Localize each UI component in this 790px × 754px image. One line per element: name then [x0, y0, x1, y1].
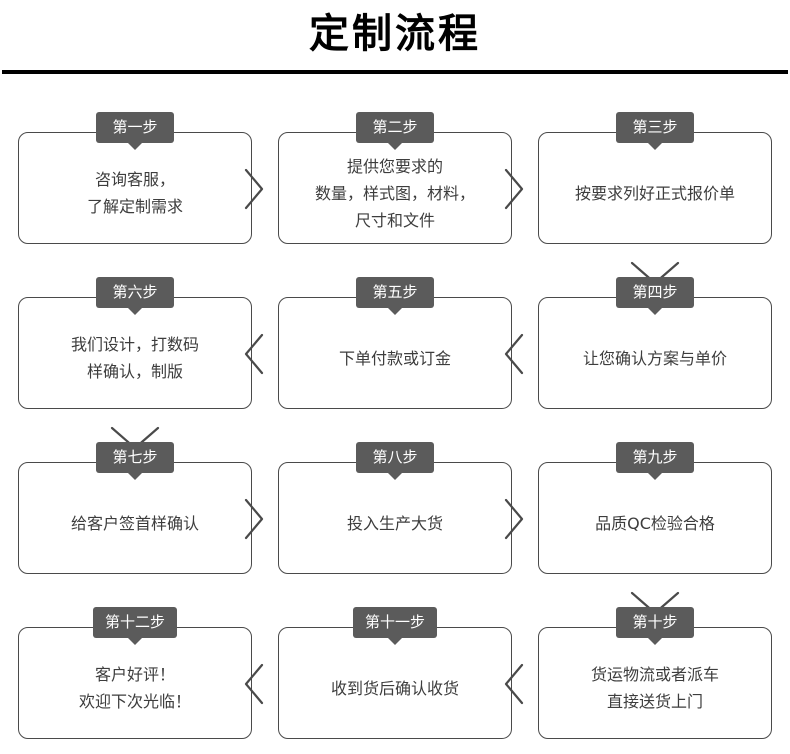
- step-card-2[interactable]: 提供您要求的 数量，样式图，材料， 尺寸和文件 第二步: [278, 112, 512, 267]
- step-badge: 第一步: [96, 112, 174, 150]
- step-card-7[interactable]: 给客户签首样确认 第七步: [18, 442, 252, 597]
- step-card-body: 客户好评！ 欢迎下次光临！: [27, 628, 243, 738]
- badge-tail-icon: [387, 142, 403, 150]
- chevron-right-icon: [240, 496, 268, 542]
- step-badge-label: 第十二步: [104, 613, 166, 631]
- step-badge-label: 第七步: [112, 448, 158, 466]
- step-card-9[interactable]: 品质QC检验合格 第九步: [538, 442, 772, 597]
- badge-tail-icon: [647, 142, 663, 150]
- step-card-body: 下单付款或订金: [287, 298, 503, 408]
- chevron-right-icon: [500, 166, 528, 212]
- badge-tail-icon: [386, 637, 403, 645]
- step-card-frame: 品质QC检验合格: [538, 460, 772, 574]
- title-divider: [2, 70, 788, 74]
- step-card-frame: 货运物流或者派车 直接送货上门: [538, 625, 772, 739]
- flow-grid: 咨询客服， 了解定制需求 第一步 提供您要求的 数量，样式图，材料， 尺寸和文件…: [0, 88, 790, 754]
- step-card-5[interactable]: 下单付款或订金 第五步: [278, 277, 512, 432]
- step-badge-label: 第九步: [632, 448, 678, 466]
- chevron-left-icon: [500, 661, 528, 707]
- step-badge-label: 第二步: [372, 118, 418, 136]
- chevron-right-icon: [500, 496, 528, 542]
- step-card-frame: 按要求列好正式报价单: [538, 130, 772, 244]
- step-badge: 第七步: [96, 442, 174, 480]
- step-badge-label: 第六步: [112, 283, 158, 301]
- badge-tail-icon: [127, 142, 143, 150]
- step-badge-label: 第一步: [112, 118, 158, 136]
- badge-tail-icon: [647, 637, 663, 645]
- badge-tail-icon: [126, 637, 143, 645]
- page-header: 定制流程: [0, 0, 790, 78]
- badge-tail-icon: [387, 472, 403, 480]
- step-card-body: 货运物流或者派车 直接送货上门: [547, 628, 763, 738]
- step-badge-label: 第十一步: [364, 613, 426, 631]
- step-badge-label: 第十步: [632, 613, 678, 631]
- step-card-frame: 客户好评！ 欢迎下次光临！: [18, 625, 252, 739]
- page-title: 定制流程: [309, 11, 481, 57]
- step-text-line: 我们设计，打数码: [70, 335, 199, 354]
- step-badge: 第八步: [356, 442, 434, 480]
- step-badge: 第九步: [616, 442, 694, 480]
- chevron-left-icon: [240, 331, 268, 377]
- step-card-body: 收到货后确认收货: [287, 628, 503, 738]
- step-card-8[interactable]: 投入生产大货 第八步: [278, 442, 512, 597]
- badge-tail-icon: [127, 307, 143, 315]
- step-card-body: 提供您要求的 数量，样式图，材料， 尺寸和文件: [287, 133, 503, 243]
- step-card-frame: 让您确认方案与单价: [538, 295, 772, 409]
- step-card-frame: 给客户签首样确认: [18, 460, 252, 574]
- step-text-line: 样确认，制版: [86, 362, 183, 381]
- step-badge: 第四步: [616, 277, 694, 315]
- step-badge: 第十步: [616, 607, 694, 645]
- step-text-line: 提供您要求的: [346, 156, 443, 176]
- step-card-body: 给客户签首样确认: [27, 463, 243, 573]
- step-badge-label: 第八步: [372, 448, 418, 466]
- step-card-12[interactable]: 客户好评！ 欢迎下次光临！ 第十二步: [18, 607, 252, 754]
- step-card-body: 咨询客服， 了解定制需求: [27, 133, 243, 243]
- chevron-left-icon: [500, 331, 528, 377]
- step-card-body: 我们设计，打数码 样确认，制版: [27, 298, 243, 408]
- step-text-line: 数量，样式图，材料，: [314, 183, 475, 203]
- step-text-line: 给客户签首样确认: [70, 513, 199, 533]
- step-text-line: 客户好评！: [94, 665, 175, 684]
- step-text-line: 直接送货上门: [606, 692, 703, 711]
- step-badge: 第六步: [96, 277, 174, 315]
- step-badge: 第十一步: [352, 607, 438, 645]
- step-text-line: 尺寸和文件: [354, 210, 435, 230]
- step-card-frame: 我们设计，打数码 样确认，制版: [18, 295, 252, 409]
- step-badge: 第十二步: [92, 607, 178, 645]
- badge-tail-icon: [387, 307, 403, 315]
- step-card-1[interactable]: 咨询客服， 了解定制需求 第一步: [18, 112, 252, 267]
- step-text-line: 下单付款或订金: [338, 348, 451, 368]
- step-text-line: 投入生产大货: [346, 513, 443, 533]
- step-card-10[interactable]: 货运物流或者派车 直接送货上门 第十步: [538, 607, 772, 754]
- badge-tail-icon: [647, 307, 663, 315]
- step-text-line: 货运物流或者派车: [590, 665, 719, 684]
- step-badge-label: 第五步: [372, 283, 418, 301]
- step-text-line: 欢迎下次光临！: [78, 692, 191, 711]
- step-card-body: 让您确认方案与单价: [547, 298, 763, 408]
- step-text-line: 了解定制需求: [86, 197, 183, 216]
- step-card-6[interactable]: 我们设计，打数码 样确认，制版 第六步: [18, 277, 252, 432]
- step-text-line: 品质QC检验合格: [595, 513, 715, 533]
- step-text-line: 收到货后确认收货: [330, 678, 459, 698]
- step-text-line: 咨询客服，: [94, 170, 175, 189]
- step-card-3[interactable]: 按要求列好正式报价单 第三步: [538, 112, 772, 267]
- step-badge-label: 第四步: [632, 283, 678, 301]
- step-card-body: 按要求列好正式报价单: [547, 133, 763, 243]
- chevron-right-icon: [240, 166, 268, 212]
- step-badge: 第二步: [356, 112, 434, 150]
- step-badge: 第三步: [616, 112, 694, 150]
- chevron-left-icon: [240, 661, 268, 707]
- badge-tail-icon: [647, 472, 663, 480]
- badge-tail-icon: [127, 472, 143, 480]
- step-card-frame: 下单付款或订金: [278, 295, 512, 409]
- step-card-11[interactable]: 收到货后确认收货 第十一步: [278, 607, 512, 754]
- step-card-body: 品质QC检验合格: [547, 463, 763, 573]
- step-card-4[interactable]: 让您确认方案与单价 第四步: [538, 277, 772, 432]
- step-card-body: 投入生产大货: [287, 463, 503, 573]
- step-badge-label: 第三步: [632, 118, 678, 136]
- step-text-line: 按要求列好正式报价单: [574, 183, 735, 203]
- step-badge: 第五步: [356, 277, 434, 315]
- step-text-line: 让您确认方案与单价: [582, 348, 727, 368]
